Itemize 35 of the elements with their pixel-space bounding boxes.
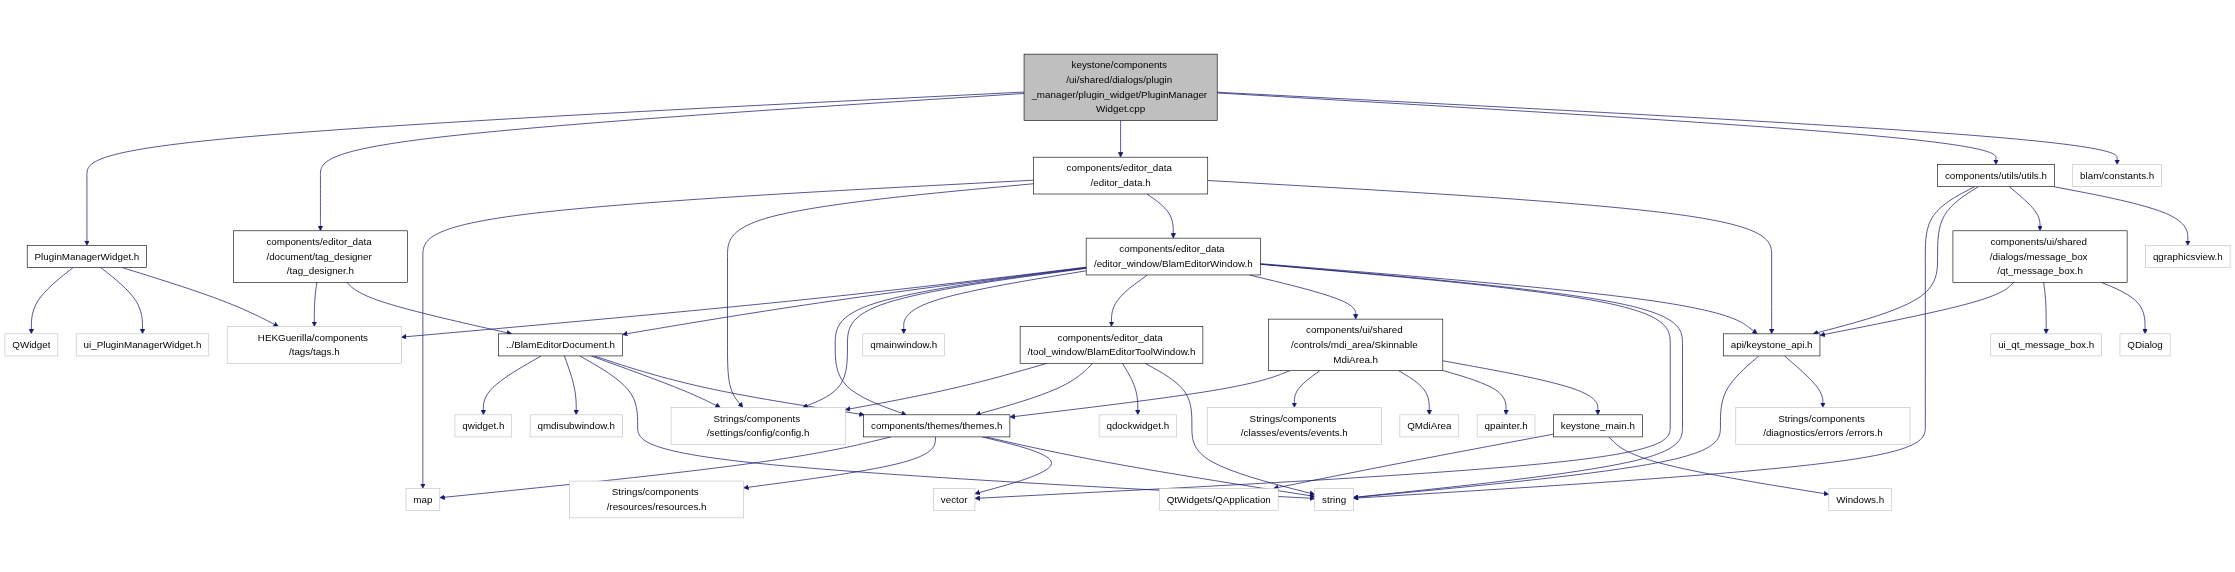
node-box: ui_qt_message_box.h (1990, 333, 2102, 357)
node-box: components/themes/themes.h (863, 414, 1011, 438)
node-box: vector (933, 488, 976, 511)
node-box: components/editor_data /editor_window/BlamEditorWindow.h (1085, 237, 1261, 276)
node-box: qmainwindow.h (862, 333, 945, 357)
node-box: components/editor_data /tool_window/BlamEditorToolWindow.h (1019, 326, 1204, 364)
node-box: QtWidgets/QApplication (1158, 488, 1279, 511)
node-box: ../BlamEditorDocument.h (498, 333, 623, 357)
node-box: ui_PluginManagerWidget.h (75, 333, 210, 357)
node-box: QWidget (4, 333, 59, 357)
node-box: components/utils/utils.h (1937, 164, 2055, 187)
node-box: Strings/components /settings/config/config.h (670, 407, 846, 445)
node-box: keystone/components /ui/shared/dialogs/plugin _manager/plugin_widget/PluginManager Widget.cpp (1023, 53, 1218, 121)
node-box: api/keystone_api.h (1723, 333, 1821, 357)
node-box: map (405, 488, 441, 511)
node-box: components/editor_data /editor_data.h (1033, 156, 1209, 195)
node-box: PluginManagerWidget.h (26, 245, 147, 268)
node-box: blam/constants.h (2072, 164, 2162, 187)
node-box: keystone_main.h (1553, 414, 1643, 438)
node-box: components/ui/shared /dialogs/message_box /qt_message_box.h (1952, 230, 2128, 283)
node-box: qgraphicsview.h (2145, 245, 2231, 268)
node-box: components/ui/shared /controls/mdi_area/Skinnable MdiArea.h (1268, 318, 1444, 371)
node-box: qdockwidget.h (1098, 414, 1177, 438)
node-box: qmdisubwindow.h (529, 414, 623, 438)
node-box: Strings/components /diagnostics/errors /errors.h (1735, 407, 1911, 445)
node-box: Windows.h (1828, 488, 1892, 511)
node-box: QDialog (2119, 333, 2171, 357)
node-box: components/editor_data /document/tag_designer /tag_designer.h (233, 230, 408, 283)
node-box: Strings/components /classes/events/events.h (1206, 407, 1382, 445)
node-box: Strings/components /resources/resources.h (569, 480, 744, 519)
node-box: QMdiArea (1399, 414, 1460, 438)
node-box: string (1314, 488, 1354, 511)
node-box: HEKGuerilla/components /tags/tags.h (226, 326, 402, 364)
node-box: qpainter.h (1476, 414, 1536, 438)
node-box: qwidget.h (454, 414, 513, 438)
